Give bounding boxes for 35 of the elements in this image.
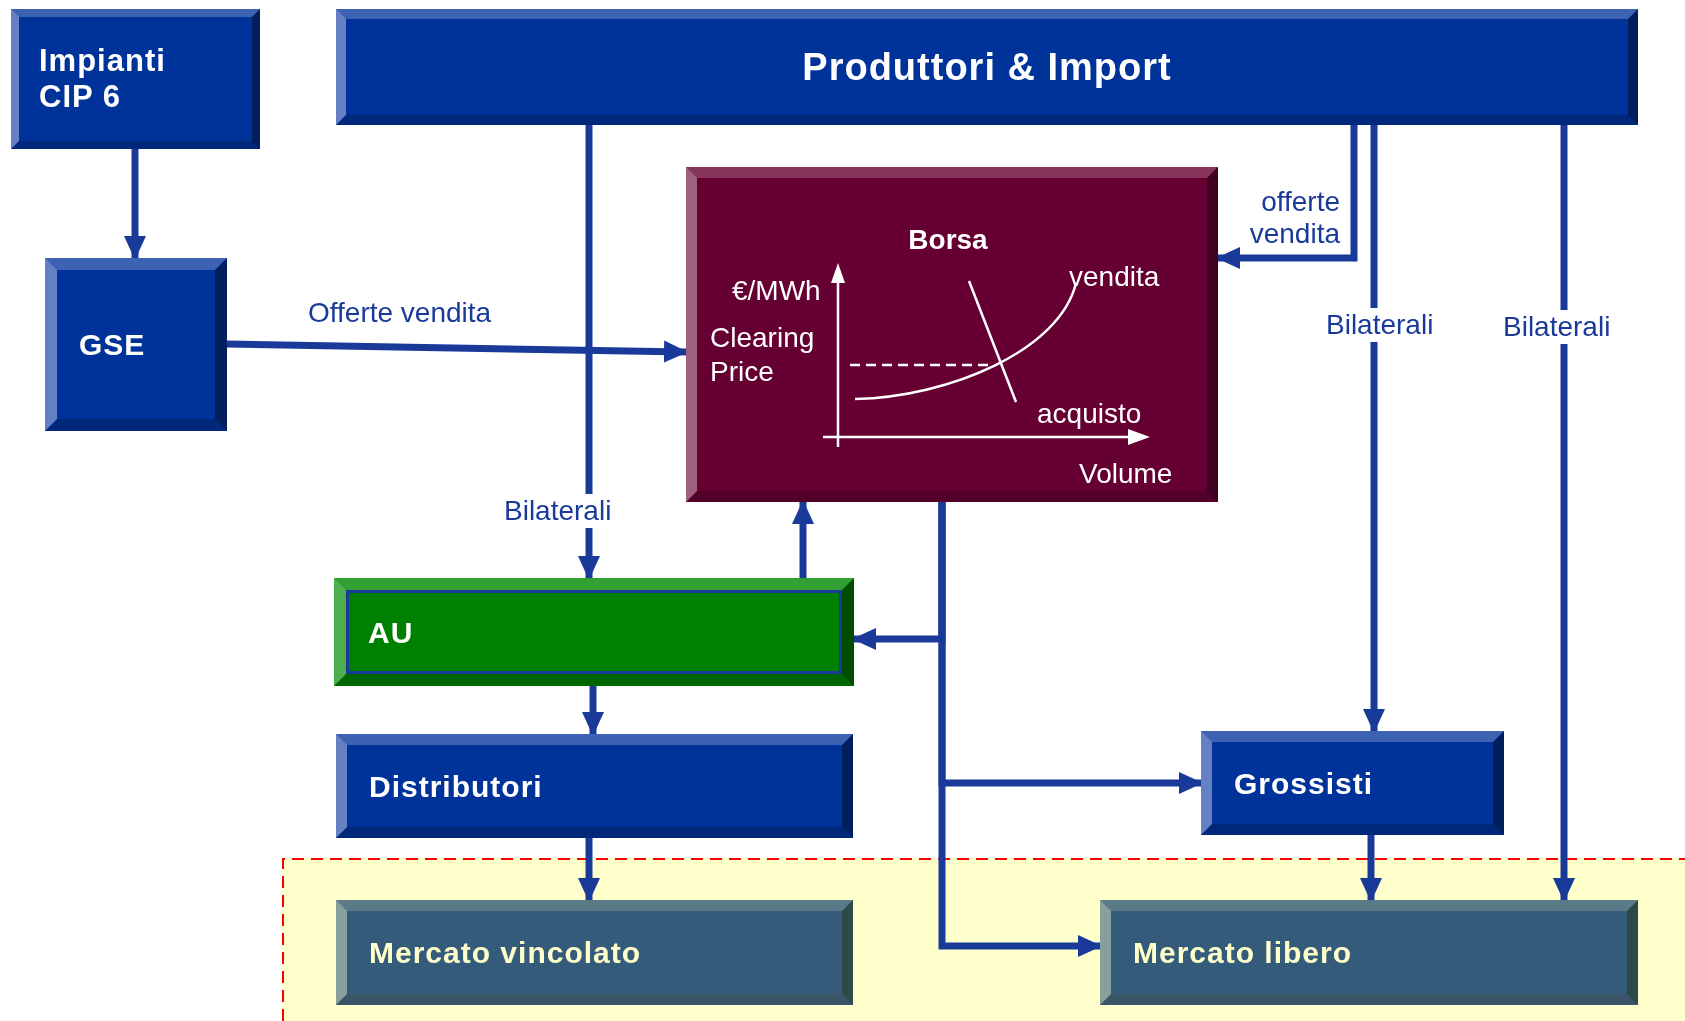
box-label: Produttori & Import [802, 45, 1172, 89]
box-label: Impianti CIP 6 [39, 43, 167, 115]
arrow [578, 125, 600, 580]
edge-label: offerte vendita [1248, 186, 1341, 250]
arrow [124, 149, 146, 260]
box-label: Grossisti [1234, 765, 1374, 801]
arrow [1360, 835, 1382, 902]
process-box [11, 9, 260, 149]
arrow [1553, 125, 1575, 902]
process-box [686, 167, 1218, 502]
arrow [938, 502, 1102, 957]
arrow [1363, 125, 1385, 733]
process-box [45, 258, 227, 431]
process-box [336, 734, 853, 838]
arrow [226, 340, 688, 363]
process-box [1100, 900, 1638, 1005]
process-box [334, 578, 854, 686]
axis-label: Clearing Price [710, 321, 816, 389]
curve-label: acquisto [1037, 397, 1142, 431]
process-box [336, 900, 853, 1005]
chart-title: Borsa [907, 223, 989, 257]
box-label: Mercato vincolato [369, 935, 642, 970]
arrow [582, 686, 604, 736]
box-label: GSE [79, 327, 146, 362]
arrow [1216, 125, 1358, 269]
arrow [578, 838, 600, 902]
curve-label: vendita [1069, 260, 1160, 294]
box-label: AU [368, 614, 414, 650]
process-box [336, 9, 1638, 125]
process-box [1201, 731, 1504, 835]
axis-label: Volume [1079, 457, 1173, 491]
arrow [792, 500, 814, 578]
axis-label: €/MWh [732, 274, 821, 308]
box-label: Mercato libero [1133, 935, 1353, 970]
box-label: Distributori [369, 768, 543, 804]
